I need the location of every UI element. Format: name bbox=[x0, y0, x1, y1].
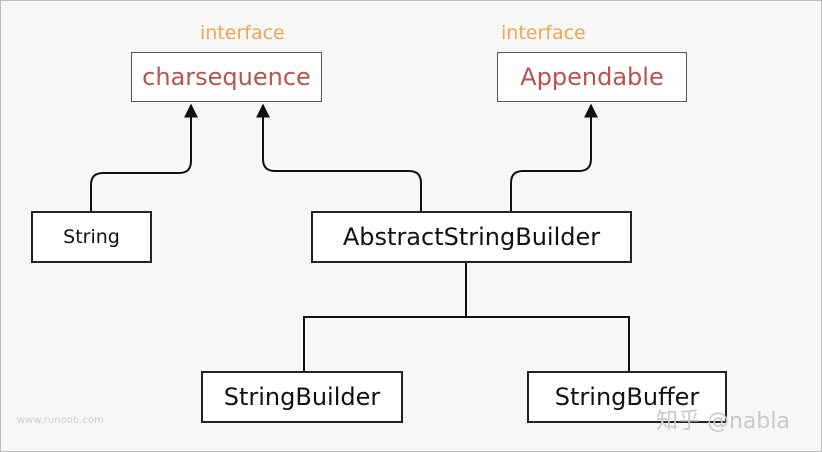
string-buffer-class-box: StringBuffer bbox=[527, 371, 727, 423]
string-builder-class-box: StringBuilder bbox=[201, 371, 403, 423]
charsequence-interface-box: charsequence bbox=[131, 52, 322, 102]
zhihu-watermark: 知乎 @nabla bbox=[656, 409, 790, 434]
charsequence-stereotype: interface bbox=[200, 22, 285, 44]
runoob-watermark: www.runoob.com bbox=[17, 415, 104, 426]
edge-asb-to-charsequence bbox=[256, 103, 422, 211]
string-class-box: String bbox=[31, 211, 152, 263]
abstract-string-builder-class-box: AbstractStringBuilder bbox=[311, 211, 632, 263]
appendable-stereotype: interface bbox=[501, 22, 586, 44]
edge-string-to-charsequence bbox=[90, 103, 198, 211]
appendable-interface-box: Appendable bbox=[497, 52, 687, 102]
edge-asb-to-appendable bbox=[510, 103, 598, 211]
edge-asb-to-subclasses bbox=[303, 263, 630, 371]
